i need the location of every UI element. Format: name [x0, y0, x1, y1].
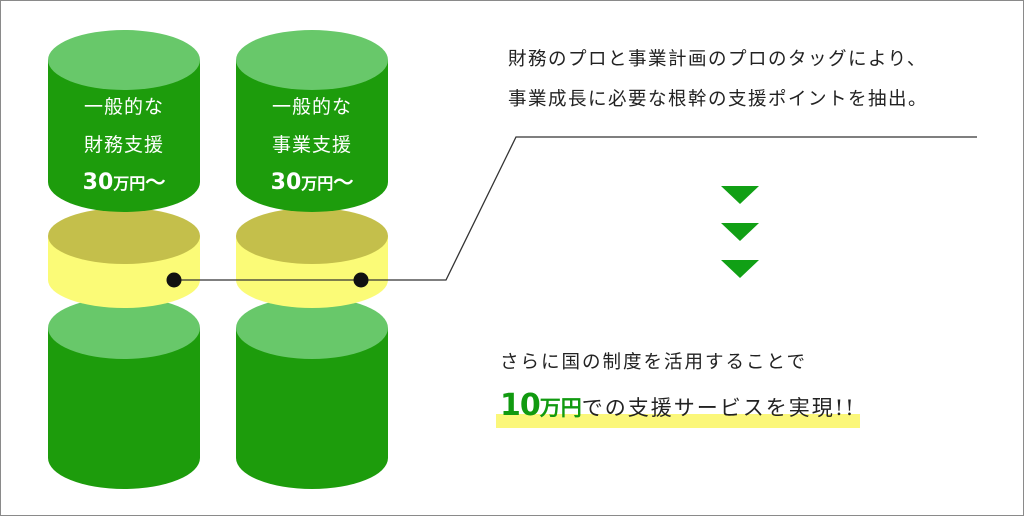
- column-1-top-cylinder: [48, 30, 200, 212]
- result-line-1: さらに国の制度を活用することで: [500, 352, 807, 373]
- column-1-label-line-1: 一般的な: [83, 96, 164, 118]
- column-2-bottom-cylinder: [236, 297, 388, 489]
- result-line-2-text: での支援サービスを実現!!: [581, 396, 856, 420]
- column-2: [236, 30, 388, 489]
- connector-dot-1: [166, 272, 182, 288]
- result-amount-unit: 万円: [539, 396, 582, 420]
- column-1-middle-disk: [48, 208, 200, 308]
- column-1-label: 一般的な 財務支援 30万円〜: [54, 88, 194, 202]
- column-1-label-line-2: 財務支援: [83, 134, 164, 156]
- column-1: [48, 30, 200, 489]
- column-2-middle-disk: [236, 208, 388, 308]
- result-line-2: 10万円での支援サービスを実現!!: [496, 388, 860, 432]
- down-triangle-icon: [721, 223, 759, 241]
- note-line-1: 財務のプロと事業計画のプロのタッグにより、: [508, 49, 927, 70]
- column-1-bottom-cylinder: [48, 297, 200, 489]
- note-line-2: 事業成長に必要な根幹の支援ポイントを抽出。: [508, 89, 929, 110]
- connector-line: [174, 136, 977, 281]
- column-1-price: 30万円〜: [82, 170, 166, 195]
- description-note: 財務のプロと事業計画のプロのタッグにより、 事業成長に必要な根幹の支援ポイントを…: [508, 40, 928, 120]
- column-2-label: 一般的な 事業支援 30万円〜: [242, 88, 382, 202]
- column-2-price: 30万円〜: [270, 170, 354, 195]
- result-amount-number: 10: [500, 388, 541, 423]
- connector-dot-2: [353, 272, 369, 288]
- column-2-label-line-1: 一般的な: [271, 96, 352, 118]
- column-2-top-cylinder: [236, 30, 388, 212]
- down-triangle-icon: [721, 260, 759, 278]
- column-2-label-line-2: 事業支援: [271, 134, 352, 156]
- down-triangle-icon: [721, 186, 759, 204]
